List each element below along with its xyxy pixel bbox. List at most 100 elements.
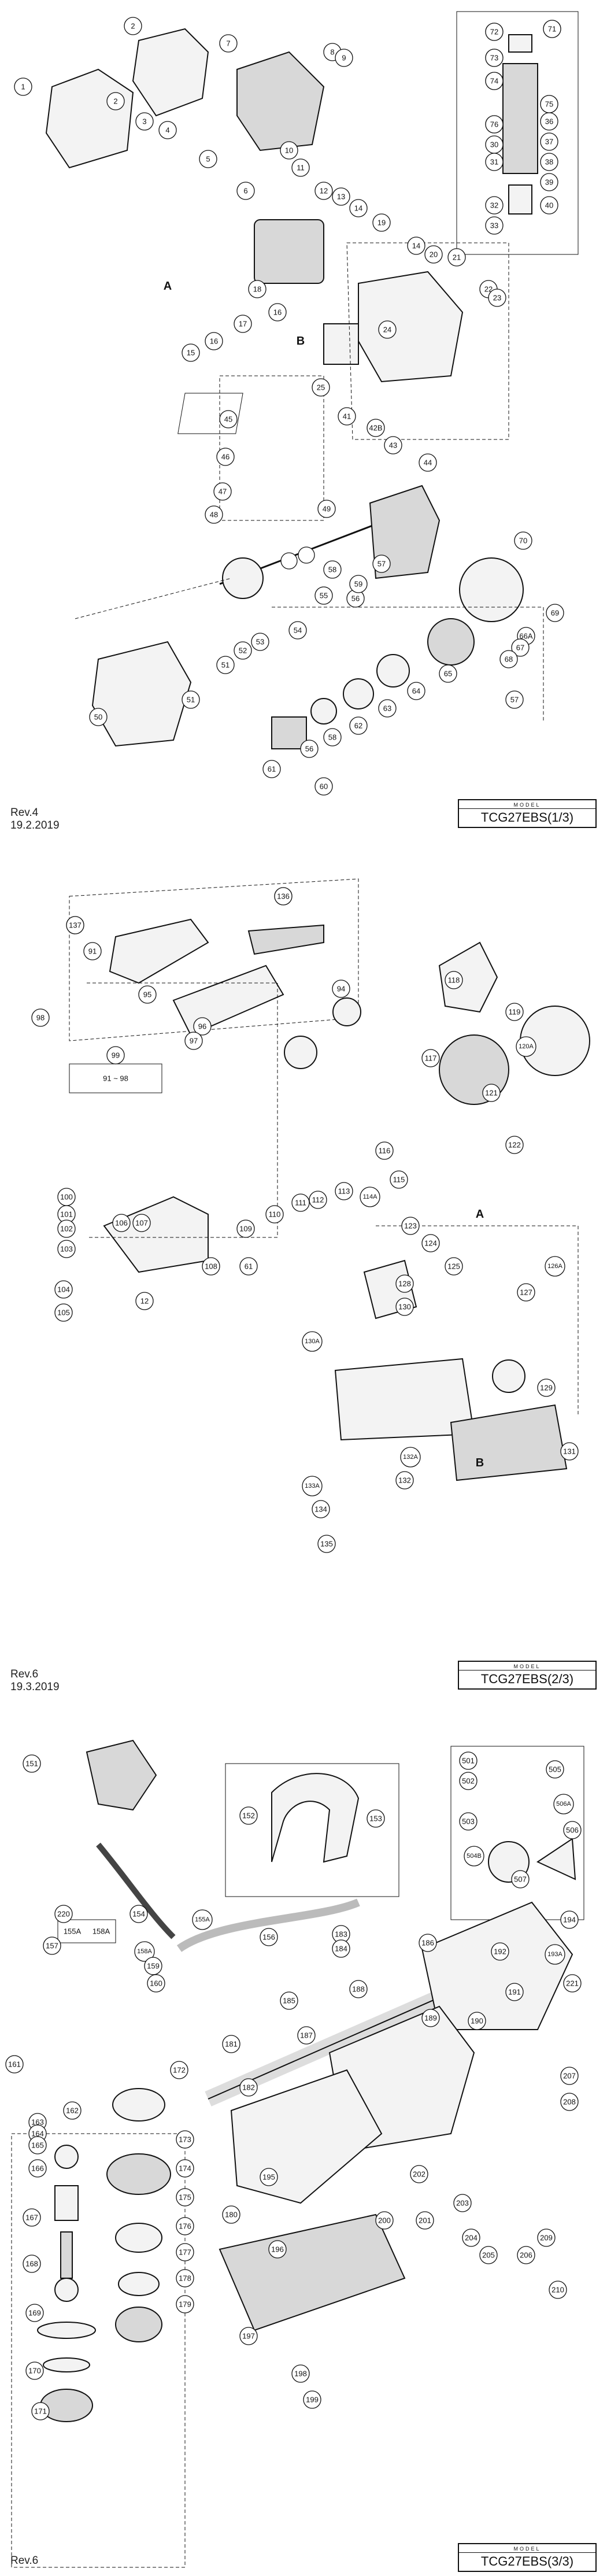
callout-bubble	[479, 2246, 498, 2264]
callout-number: 160	[150, 1979, 162, 1988]
callout-number: 110	[269, 1210, 281, 1219]
callout-number: 220	[57, 1910, 70, 1919]
callout-number: 164	[31, 2130, 44, 2138]
part-callout: 201	[416, 2211, 434, 2230]
callout-number: 52	[239, 646, 247, 655]
flywheel	[427, 618, 475, 666]
part-callout: 14	[407, 236, 425, 255]
part-callout: 47	[213, 482, 232, 501]
part-callout: 68	[499, 650, 518, 668]
callout-number: 197	[242, 2332, 255, 2341]
callout-number: 188	[352, 1985, 365, 1994]
callout-number: 57	[510, 696, 519, 704]
callout-bubble	[424, 245, 443, 264]
callout-bubble	[485, 196, 504, 215]
callout-number: 109	[239, 1225, 252, 1233]
carburetor-inset-frame	[456, 11, 579, 255]
callout-bubble	[239, 2078, 258, 2097]
part-callout: 56	[346, 589, 365, 608]
callout-number: 116	[379, 1147, 391, 1155]
callout-bubble	[485, 23, 504, 41]
cover-part	[132, 28, 209, 117]
crankcase-half	[91, 641, 192, 747]
part-callout: 54	[288, 621, 307, 640]
callout-bubble	[416, 2211, 434, 2230]
part-callout: 120A	[516, 1036, 536, 1057]
part-callout: 51	[216, 656, 235, 674]
callout-bubble	[540, 153, 558, 171]
callout-number: 33	[490, 221, 498, 230]
callout-bubble	[135, 1292, 154, 1310]
part-callout: 126A	[545, 1256, 565, 1277]
callout-number: 165	[31, 2141, 44, 2150]
cylinder	[254, 219, 324, 284]
callout-number: 175	[179, 2193, 191, 2202]
cutting-head-frame	[11, 2133, 186, 2568]
callout-bubble	[360, 1187, 380, 1207]
part-callout: 37	[540, 132, 558, 151]
part-callout: 18	[248, 280, 267, 298]
part-callout: 124	[421, 1234, 440, 1252]
part-callout: 159	[144, 1957, 162, 1975]
part-callout: 52	[234, 641, 252, 660]
callout-bubble	[291, 1193, 310, 1212]
part-callout: 14	[349, 199, 368, 217]
part-callout: 166	[28, 2159, 47, 2178]
callout-number: 173	[179, 2135, 191, 2144]
part-callout: 187	[297, 2026, 316, 2045]
part-callout: 71	[543, 20, 561, 38]
callout-bubble	[335, 1182, 353, 1200]
callout-number: 174	[179, 2164, 191, 2173]
callout-number: 221	[566, 1979, 579, 1988]
part-callout: 53	[251, 633, 269, 651]
part-callout: 39	[540, 173, 558, 191]
callout-bubble	[219, 34, 238, 53]
callout-number: 37	[545, 138, 553, 146]
callout-bubble	[239, 1806, 258, 1825]
revision-number: Rev.6	[10, 2555, 39, 2567]
callout-number: 507	[514, 1875, 527, 1884]
part-callout: 130A	[302, 1331, 323, 1352]
callout-bubble	[378, 699, 397, 718]
callout-bubble	[222, 2035, 240, 2053]
callout-bubble	[280, 1991, 298, 2010]
callout-number: 36	[545, 117, 553, 126]
callout-number: 157	[46, 1942, 58, 1950]
callout-number: 130	[398, 1303, 411, 1311]
part-callout: 109	[236, 1219, 255, 1238]
clutch-housing	[103, 1196, 209, 1273]
part-callout: 31	[485, 153, 504, 171]
callout-number: 60	[320, 782, 328, 791]
callout-number: 12	[320, 187, 328, 195]
callout-number: 1	[21, 83, 25, 91]
part-callout: 203	[453, 2194, 472, 2212]
part-callout: 102	[57, 1219, 76, 1238]
callout-bubble	[367, 1809, 385, 1828]
callout-bubble	[300, 740, 319, 758]
callout-number: 54	[294, 626, 302, 635]
part-callout: 198	[291, 2364, 310, 2383]
callout-number: 58	[328, 566, 336, 574]
callout-number: 203	[456, 2199, 469, 2208]
fuel-cap	[492, 1359, 525, 1393]
callout-bubble	[560, 2067, 579, 2085]
part-callout: 129	[537, 1378, 556, 1397]
callout-number: 51	[187, 696, 195, 704]
callout-bubble	[216, 656, 235, 674]
revision-date: 19.3.2019	[10, 1681, 60, 1693]
callout-bubble	[158, 121, 177, 139]
part-callout: 132	[395, 1471, 414, 1490]
callout-bubble	[239, 1257, 258, 1276]
part-callout: 57	[372, 555, 391, 573]
callout-bubble	[182, 690, 200, 709]
throttle-cable	[247, 924, 324, 955]
part-callout: 32	[485, 196, 504, 215]
callout-bubble	[291, 2364, 310, 2383]
callout-number: 41	[343, 412, 351, 421]
callout-number: 99	[112, 1051, 120, 1060]
part-callout: 11	[291, 158, 310, 177]
callout-bubble	[216, 448, 235, 466]
callout-bubble	[505, 1003, 524, 1021]
part-callout: 185	[280, 1991, 298, 2010]
part-callout: 209	[537, 2228, 556, 2247]
